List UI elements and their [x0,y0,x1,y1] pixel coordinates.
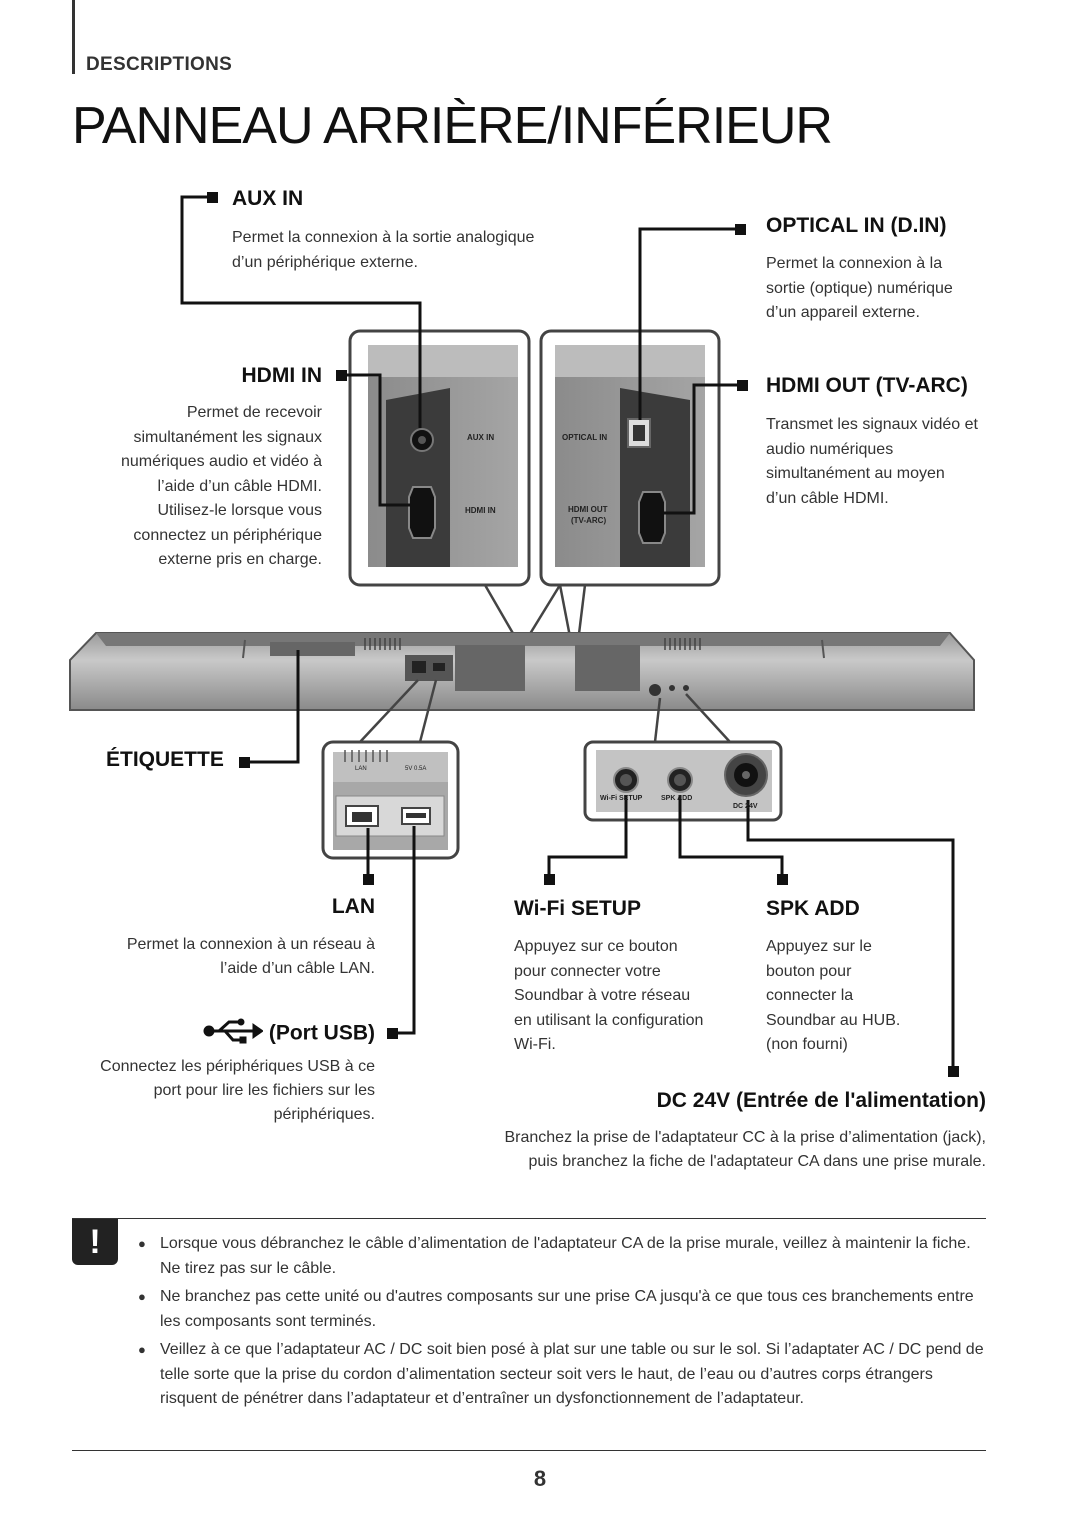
lan-usb-zoom-box [321,740,460,860]
dc-title: DC 24V (Entrée de l'alimentation) [656,1089,986,1112]
hdmi-out-line: d’un câble HDMI. [766,489,889,507]
panel-label-hdmi-in: HDMI IN [465,506,496,515]
footer-rule [72,1450,986,1451]
panel-label-usb: 5V 0.5A [405,766,426,772]
lan-desc-2: l’aide d’un câble LAN. [220,960,375,977]
usb-desc-2: port pour lire les fichiers sur les [153,1082,375,1099]
hdmi-in-line: Utilisez-le lorsque vous [157,502,322,519]
usb-title-row: (Port USB) [140,1018,375,1050]
usb-icon [203,1018,264,1050]
dc-desc-2: puis branchez la fiche de l'adaptateur C… [528,1153,986,1170]
hdmi-in-line: Permet de recevoir [186,404,322,421]
panel-label-dc-24v: DC 24V [733,803,758,810]
wifi-setup-line: Soundbar à votre réseau [514,987,691,1004]
page-title: PANNEAU ARRIÈRE/INFÉRIEUR [72,97,833,155]
hdmi-in-line: externe pris en charge. [158,551,322,568]
hdmi-out-line: Transmet les signaux vidéo et [766,416,978,433]
optical-in-desc-1: Permet la connexion à la [766,255,943,272]
wifi-setup-line: en utilisant la configuration [514,1011,704,1029]
spk-add-line: Appuyez sur le [766,938,872,955]
hdmi-in-line: numériques audio et vidéo à [120,453,322,470]
wifi-setup-title: Wi-Fi SETUP [514,897,641,920]
wifi-setup-desc: Appuyez sur ce bouton pour connecter vot… [514,935,754,1058]
notes-top-rule [72,1218,986,1219]
right-zoom-box [539,329,721,587]
lan-title: LAN [331,895,375,918]
spk-add-line: bouton pour [766,962,852,980]
note-item: Veillez à ce que l’adaptateur AC / DC so… [138,1338,988,1412]
page-number: 8 [533,1466,547,1491]
panel-label-spk-add: SPK ADD [661,795,692,802]
note-item: Lorsque vous débranchez le câble d’alime… [138,1232,988,1281]
spk-add-title: SPK ADD [766,897,860,920]
hdmi-in-desc: Permet de recevoir simultanément les sig… [60,401,322,573]
spk-add-desc: Appuyez sur le bouton pour connecter la … [766,935,936,1058]
hdmi-out-title: HDMI OUT (TV-ARC) [766,374,968,397]
usb-desc-1: Connectez les périphériques USB à ce [100,1058,375,1075]
hdmi-in-line: l’aide d’un câble HDMI. [157,477,322,495]
wifi-setup-line: Wi-Fi. [514,1036,556,1053]
spk-add-line: connecter la [766,987,854,1004]
hdmi-in-line: connectez un périphérique [133,526,322,544]
hdmi-in-title: HDMI IN [241,364,323,387]
left-zoom-box [348,329,531,587]
aux-in-title: AUX IN [232,187,304,210]
hdmi-out-line: simultanément au moyen [766,465,945,482]
soundbar-body [69,632,975,711]
optical-in-desc-3: d’un appareil externe. [766,304,920,321]
caution-icon: ! [72,1219,118,1265]
panel-label-tv-arc: (TV-ARC) [571,516,606,525]
optical-in-title: OPTICAL IN (D.IN) [766,214,947,237]
aux-in-desc-1: Permet la connexion à la sortie analogiq… [232,229,535,246]
wifi-setup-line: pour connecter votre [514,962,661,980]
panel-label-optical-in: OPTICAL IN [562,433,607,442]
lan-desc-1: Permet la connexion à un réseau à [126,936,375,953]
spk-add-line: Soundbar au HUB. [766,1011,901,1029]
panel-label-lan: LAN [355,766,367,772]
header-rule [72,0,75,74]
usb-title: (Port USB) [268,1021,375,1045]
panel-label-wifi-setup: Wi-Fi SETUP [600,795,643,802]
hdmi-in-line: simultanément les signaux [133,428,322,446]
panel-label-aux-in: AUX IN [467,433,494,442]
panel-label-hdmi-out: HDMI OUT [568,505,608,514]
hdmi-out-desc: Transmet les signaux vidéo et audio numé… [766,413,1016,511]
hdmi-out-line: audio numériques [766,440,894,458]
usb-desc-3: périphériques. [273,1106,375,1123]
power-zoom-box [583,740,783,822]
section-label: DESCRIPTIONS [86,54,233,75]
wifi-setup-line: Appuyez sur ce bouton [514,938,678,955]
dc-desc-1: Branchez la prise de l'adaptateur CC à l… [504,1129,986,1146]
spk-add-line: (non fourni) [766,1036,848,1053]
aux-in-desc-2: d’un périphérique externe. [232,254,418,271]
note-item: Ne branchez pas cette unité ou d'autres … [138,1285,988,1334]
etiquette-title: ÉTIQUETTE [106,748,224,771]
notes-list: Lorsque vous débranchez le câble d’alime… [138,1232,988,1416]
optical-in-desc-2: sortie (optique) numérique [766,280,953,297]
